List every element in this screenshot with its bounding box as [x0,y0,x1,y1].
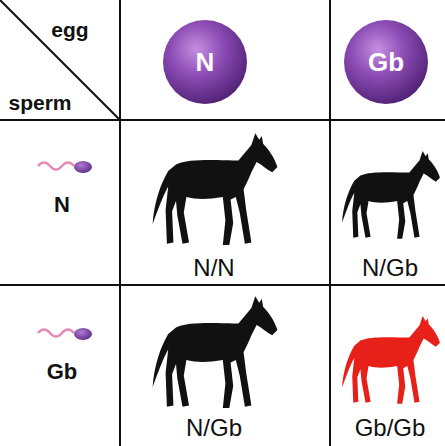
horse-silhouette [342,316,440,404]
sperm-icon [38,328,92,340]
row-header: sperm [8,91,71,114]
genotype: N/Gb [362,255,418,281]
allele-label: N [196,47,215,78]
horse-silhouette [153,133,278,245]
egg-cell: Gb [343,19,429,105]
horse-silhouette [342,151,440,239]
genotype: Gb/Gb [355,415,426,441]
sperm-allele: Gb [47,360,78,384]
horse-silhouette [153,296,278,408]
egg-outline [163,20,247,104]
egg-cell: N [162,19,248,105]
sperm-allele: N [54,193,70,217]
genotype: N/N [193,255,234,281]
sperm-icon [38,161,92,173]
egg-outline [344,20,428,104]
genotype: N/Gb [186,415,242,441]
column-header: egg [51,18,88,41]
allele-label: Gb [368,47,404,78]
